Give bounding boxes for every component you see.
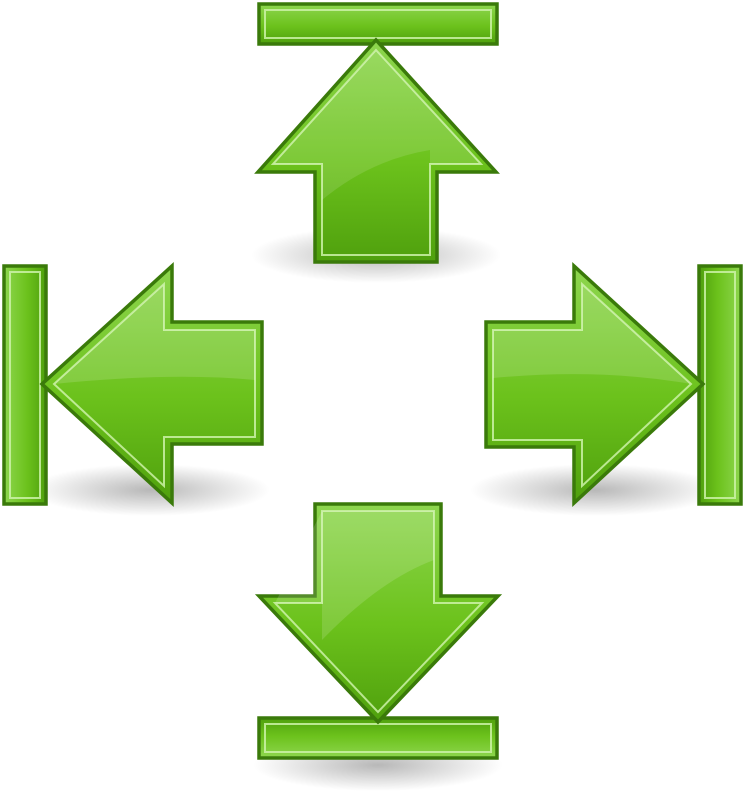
right-arrow-gloss xyxy=(493,284,691,384)
up-arrow-gloss xyxy=(273,50,481,200)
down-arrow-shape xyxy=(254,502,503,725)
left-arrow-highlight xyxy=(52,281,256,489)
left-arrow-gloss xyxy=(54,284,255,384)
right-arrow-highlight xyxy=(492,281,693,489)
left-arrow-shadow xyxy=(30,464,270,516)
left-arrow-bar-highlight xyxy=(9,271,41,499)
right-arrow-shape xyxy=(484,262,706,507)
go-bottom-icon xyxy=(253,502,503,791)
down-arrow-gloss xyxy=(275,511,434,640)
right-arrow-shadow xyxy=(470,464,720,516)
go-top-icon xyxy=(251,2,501,283)
go-first-icon xyxy=(2,262,270,516)
up-arrow-shape xyxy=(254,37,500,264)
right-arrow-bar-highlight xyxy=(704,271,736,499)
left-arrow-shape xyxy=(39,262,264,507)
down-arrow-highlight xyxy=(272,510,485,714)
up-arrow-highlight xyxy=(270,48,484,256)
up-arrow-bar-highlight xyxy=(264,9,492,39)
go-last-icon xyxy=(470,262,743,516)
